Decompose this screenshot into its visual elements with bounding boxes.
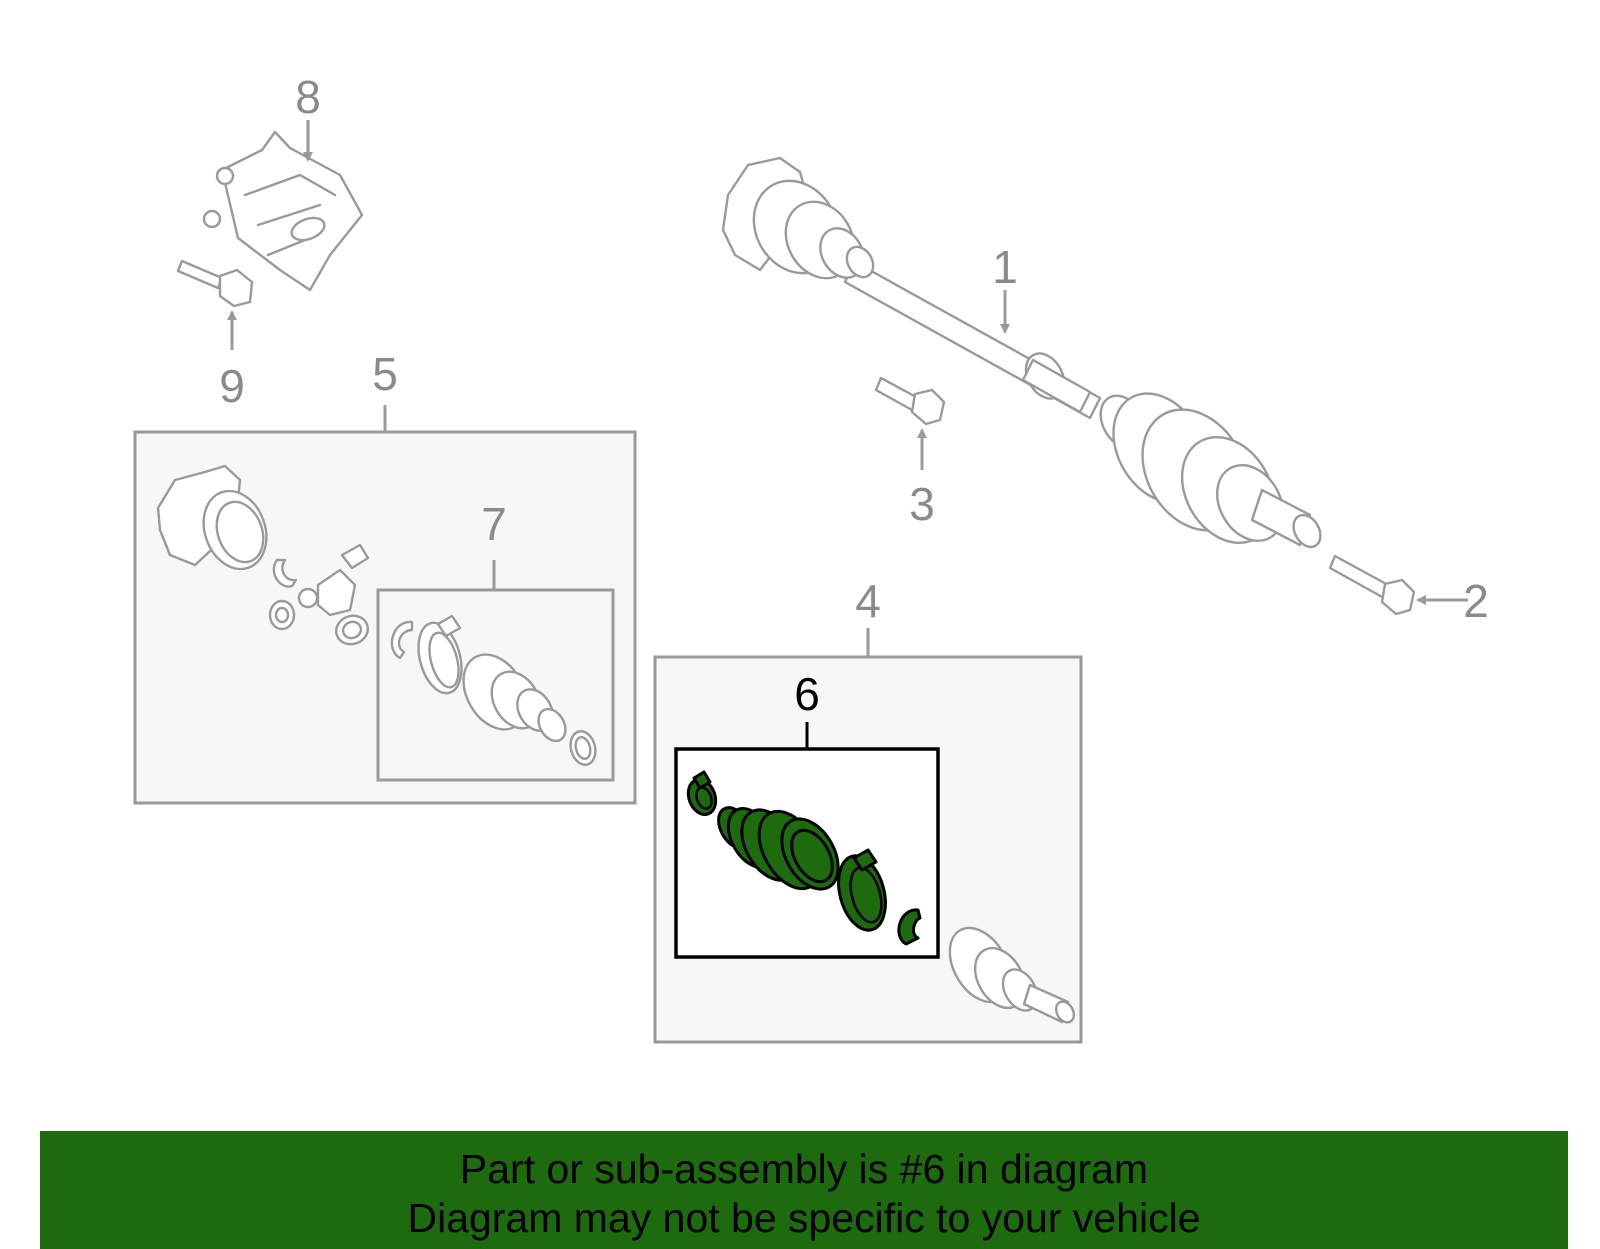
part-8-bracket[interactable] [202,130,364,292]
part-7-boot-kit[interactable] [390,614,599,768]
footer-banner: Part or sub-assembly is #6 in diagram Di… [40,1131,1568,1249]
callout-1[interactable]: 1 [992,241,1018,293]
part-5-inner-joint[interactable] [156,464,372,649]
part-3-bolt[interactable] [874,376,946,426]
part-4-outer-joint[interactable] [937,917,1077,1025]
callout-2[interactable]: 2 [1463,575,1489,627]
part-9-bolt[interactable] [176,259,254,308]
callout-3[interactable]: 3 [909,478,935,530]
part-6-boot-kit[interactable] [684,770,922,946]
callout-7[interactable]: 7 [481,498,507,550]
callout-5[interactable]: 5 [372,348,398,400]
callout-8[interactable]: 8 [295,71,321,123]
callout-4[interactable]: 4 [855,575,881,627]
callout-9[interactable]: 9 [219,360,245,412]
part-2-bolt[interactable] [1328,554,1416,616]
footer-line-2: Diagram may not be specific to your vehi… [407,1195,1201,1241]
callout-6[interactable]: 6 [794,668,820,720]
part-1-axle-shaft[interactable] [721,156,1326,559]
footer-line-1: Part or sub-assembly is #6 in diagram [459,1146,1149,1192]
